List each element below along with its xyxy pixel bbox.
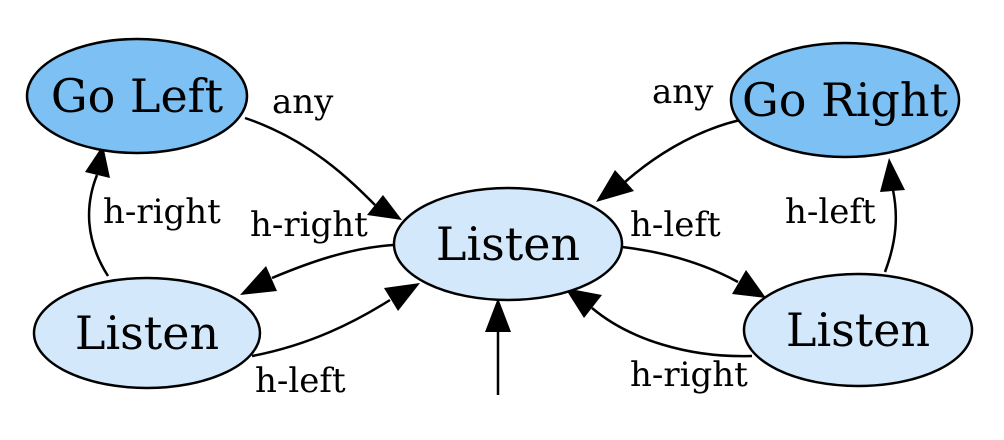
node-go-left-label: Go Left bbox=[51, 69, 224, 123]
edge-listen-left-to-go-left bbox=[87, 174, 110, 277]
edge-label-go-left-any: any bbox=[272, 82, 334, 122]
arrowhead-listen-center-to-listen-left bbox=[240, 266, 277, 295]
edge-label-center-to-left: h-right bbox=[250, 205, 368, 245]
edge-go-left-to-listen-center bbox=[244, 116, 376, 206]
node-listen-left-label: Listen bbox=[75, 306, 219, 360]
node-listen-left: Listen bbox=[32, 276, 262, 390]
arrowhead-listen-left-to-listen-center bbox=[384, 283, 420, 311]
edge-label-left-to-go-left: h-right bbox=[103, 192, 221, 232]
edge-label-left-to-center: h-left bbox=[255, 361, 346, 401]
edge-label-center-to-right: h-left bbox=[630, 205, 721, 245]
node-listen-right-shape bbox=[742, 272, 974, 388]
node-listen-right: Listen bbox=[742, 272, 974, 388]
node-go-left: Go Left bbox=[25, 37, 249, 155]
edge-listen-left-to-listen-center bbox=[251, 298, 391, 358]
node-go-left-shape bbox=[25, 37, 249, 155]
node-go-right-label: Go Right bbox=[742, 73, 948, 127]
edges bbox=[85, 116, 905, 395]
edge-listen-right-to-listen-center bbox=[591, 307, 753, 358]
arrowhead-listen-left-to-go-left bbox=[85, 145, 110, 178]
node-listen-right-label: Listen bbox=[786, 303, 930, 357]
edge-labels: any any h-right h-left h-left h-right h-… bbox=[103, 72, 876, 401]
edge-listen-center-to-listen-left bbox=[271, 243, 394, 280]
edge-listen-center-to-listen-right bbox=[621, 245, 739, 284]
arrowhead-go-right-to-listen-center bbox=[596, 170, 634, 202]
node-listen-center: Listen bbox=[392, 186, 624, 302]
arrowhead-listen-right-to-go-right bbox=[880, 158, 905, 192]
node-go-right-shape bbox=[729, 41, 961, 159]
edge-label-go-right-any: any bbox=[652, 72, 714, 112]
node-listen-left-shape bbox=[32, 276, 262, 390]
edge-listen-right-to-go-right bbox=[883, 189, 898, 273]
node-listen-center-label: Listen bbox=[436, 217, 580, 271]
arrowhead-listen-right-to-listen-center bbox=[565, 288, 602, 318]
node-go-right: Go Right bbox=[729, 41, 961, 159]
arrowhead-go-left-to-listen-center bbox=[367, 195, 402, 220]
edge-go-right-to-listen-center bbox=[624, 118, 741, 183]
edge-label-right-to-center: h-right bbox=[630, 355, 748, 395]
arrowhead-listen-center-to-listen-right bbox=[732, 270, 766, 298]
node-listen-center-shape bbox=[392, 186, 624, 302]
arrowhead-initial-to-listen-center bbox=[485, 298, 511, 332]
edge-label-right-to-go-right: h-left bbox=[785, 192, 876, 232]
